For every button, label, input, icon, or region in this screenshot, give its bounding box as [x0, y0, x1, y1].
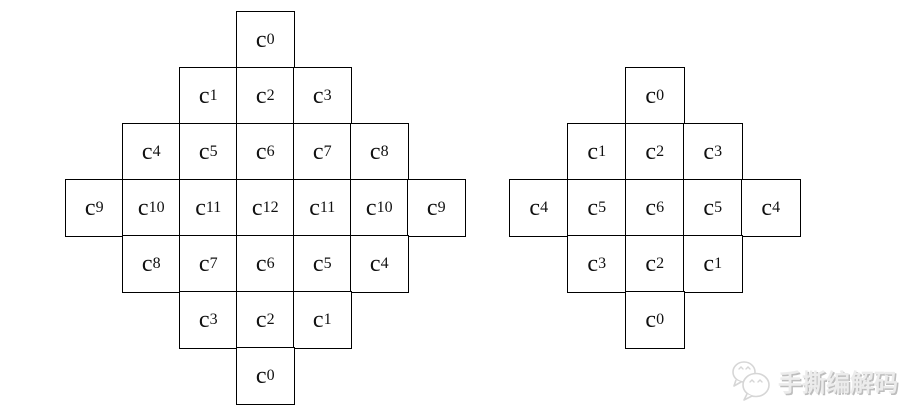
- wechat-chat-bubbles-icon: [732, 361, 770, 401]
- watermark-text: 手撕编解码: [778, 368, 898, 397]
- watermark: 手撕编解码: [730, 358, 898, 402]
